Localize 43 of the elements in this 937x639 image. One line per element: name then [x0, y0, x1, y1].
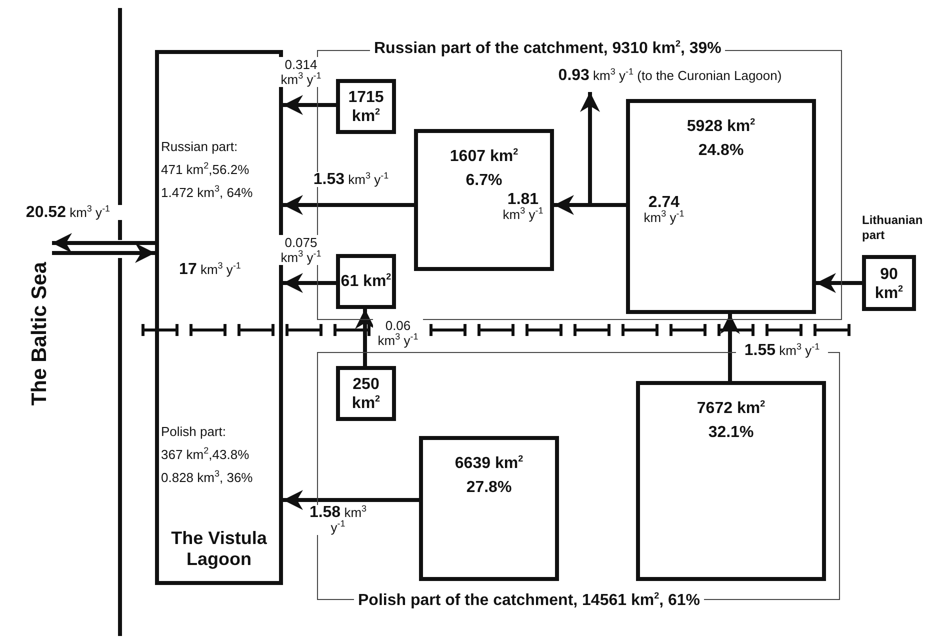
flow-label: 0.06 km$^{3}$ y$^{-1}$: [373, 318, 423, 348]
flow-arrow: [283, 273, 336, 293]
flow-arrow: [283, 490, 419, 510]
area-value: 1715 km$^{2}$: [347, 88, 385, 126]
area-value: 27.8%: [466, 478, 512, 497]
catchment-title: Polish part of the catchment, 14561 km$^{2}$, 61%: [354, 592, 704, 610]
catchment-area-box: [414, 129, 554, 271]
lagoon-stat: 471 km$^{2}$,56.2%: [161, 162, 250, 178]
catchment-title: Russian part of the catchment, 9310 km$^{2}$, 39%: [370, 40, 726, 58]
catchment-area-box: [336, 366, 396, 421]
lagoon-stat: Russian part:: [161, 139, 239, 155]
lagoon-outline: [155, 50, 283, 585]
catchment-area-box: [636, 381, 826, 581]
area-value: 24.8%: [698, 141, 744, 160]
lagoon-stat: Polish part:: [161, 424, 228, 440]
flow-arrow: [52, 233, 155, 253]
lagoon-stat: 1.472 km$^{3}$, 64%: [161, 185, 254, 201]
lagoon-stat: 0.828 km$^{3}$, 36%: [161, 470, 254, 486]
catchment-area-box: [626, 99, 816, 314]
flow-label: 1.55 km$^{3}$ y$^{-1}$: [736, 343, 828, 358]
sea-name: The Baltic Sea: [28, 262, 52, 406]
area-value: 6.7%: [466, 171, 502, 190]
catchment-area-box: [336, 254, 396, 309]
area-value: 5928 km$^{2}$: [686, 117, 756, 136]
lagoon-name: The Vistula Lagoon: [170, 528, 268, 570]
flow-label: 1.58 km$^{3}$ y$^{-1}$: [308, 505, 368, 535]
flow-arrow: [283, 195, 414, 215]
catchment-area-box: [336, 79, 396, 134]
flow-arrow: [720, 314, 740, 381]
flow-arrow: [283, 95, 336, 115]
area-value: 1607 km$^{2}$: [450, 147, 518, 166]
area-box: 90 km$^{2}$: [862, 255, 916, 311]
area-value: 250 km$^{2}$: [350, 374, 382, 412]
lagoon-stat: 367 km$^{2}$,43.8%: [161, 447, 250, 463]
region-heading: Lithuanian part: [862, 213, 924, 244]
catchment-area-box: [419, 436, 559, 581]
area-value: 6639 km$^{2}$: [454, 454, 524, 473]
area-value: 32.1%: [708, 423, 754, 442]
flow-arrow: [816, 273, 862, 293]
flow-arrow: [355, 309, 375, 366]
area-value: 7672 km$^{2}$: [696, 399, 766, 418]
flow-arrow: [52, 243, 155, 263]
area-value: 61 km$^{2}$: [340, 272, 392, 291]
